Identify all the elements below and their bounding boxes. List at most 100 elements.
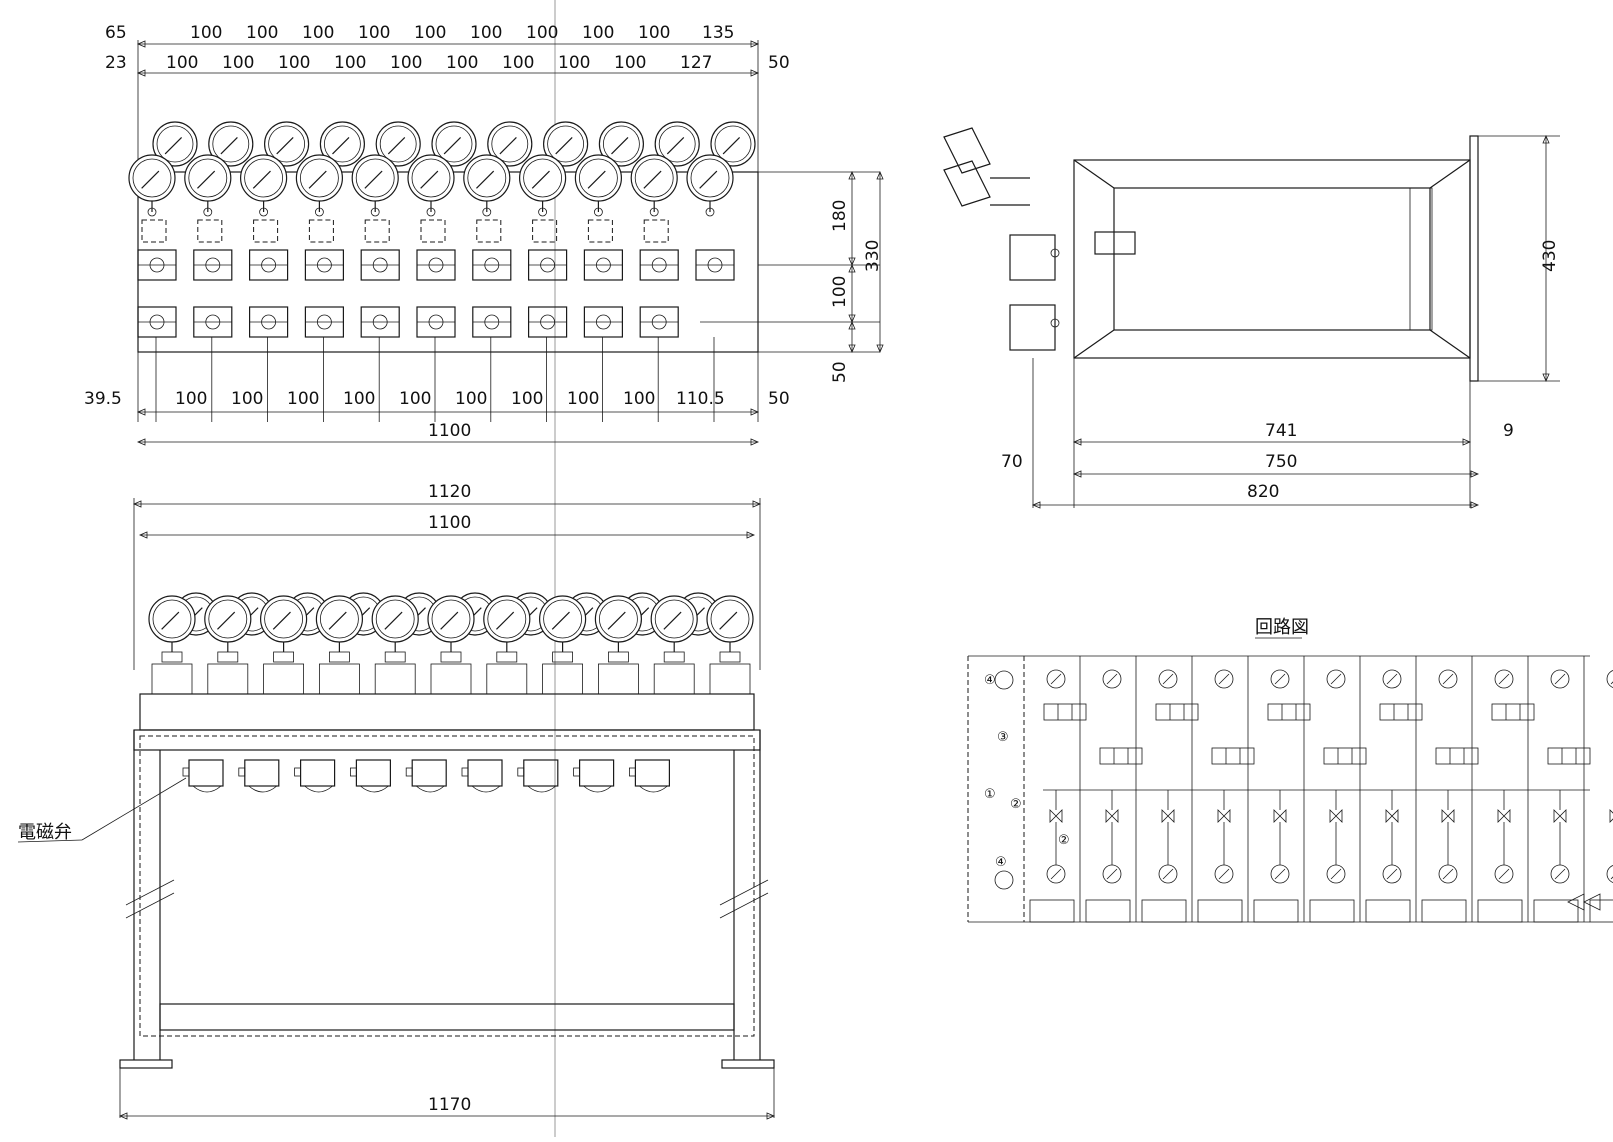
circuit-needle-valve bbox=[1161, 809, 1175, 823]
front-gauge-needle bbox=[217, 611, 236, 630]
circuit-unit-base bbox=[1477, 899, 1523, 923]
solenoid-leader-line bbox=[81, 777, 187, 841]
circuit-marker-2-a: ② bbox=[1010, 797, 1022, 812]
front-solenoid-cap bbox=[527, 785, 557, 793]
front-gauge-nut bbox=[384, 651, 406, 663]
front-break-left-1 bbox=[125, 879, 175, 906]
plan-top1-dim: 100 bbox=[582, 23, 614, 43]
circuit-gauge-top bbox=[1326, 669, 1346, 689]
front-gauge-nut bbox=[496, 651, 518, 663]
plan-bottom-dim: 100 bbox=[399, 389, 431, 409]
front-gauge-face bbox=[208, 599, 248, 639]
plan-back-gauge-needle bbox=[332, 136, 350, 155]
side-gauge-head-lower bbox=[943, 160, 991, 207]
circuit-gauge-top bbox=[1382, 669, 1402, 689]
front-gauge-nut bbox=[273, 651, 295, 663]
plan-gauge-fitting bbox=[203, 207, 213, 217]
front-gauge-nut bbox=[440, 651, 462, 663]
plan-bottom-dim: 110.5 bbox=[676, 389, 725, 409]
plan-back-gauge-needle bbox=[666, 136, 685, 155]
front-solenoid-cap bbox=[471, 785, 501, 793]
front-valve-body bbox=[207, 663, 249, 695]
front-inner-dim-line-head bbox=[746, 531, 756, 539]
front-gauge-needle bbox=[607, 611, 626, 630]
plan-back-gauge-face bbox=[323, 125, 361, 163]
front-valve-body bbox=[374, 663, 416, 695]
plan-hidden-valve bbox=[476, 219, 502, 243]
plan-right-total-line-head bbox=[876, 344, 884, 354]
plan-top-dim-line-1-head bbox=[750, 40, 760, 48]
circuit-gauge-top-needle bbox=[1330, 673, 1342, 685]
front-solenoid-cap bbox=[248, 785, 278, 793]
front-gauge-face bbox=[375, 599, 415, 639]
plan-top1-dim: 100 bbox=[302, 23, 334, 43]
circuit-gauge-bottom-needle bbox=[1554, 868, 1566, 880]
side-height-dim-line-head bbox=[1542, 373, 1550, 383]
plan-back-gauge-needle bbox=[220, 136, 238, 155]
plan-top1-dim: 100 bbox=[470, 23, 502, 43]
circuit-gauge-inlet bbox=[994, 870, 1014, 890]
circuit-solenoid-lower bbox=[1323, 747, 1367, 765]
drawing-linework bbox=[17, 40, 1613, 1120]
front-frame-inner bbox=[139, 735, 755, 1037]
plan-gauge-fitting bbox=[594, 207, 603, 217]
plan-top2-dim: 100 bbox=[334, 53, 366, 73]
plan-gauge-fitting bbox=[147, 207, 157, 217]
plan-right-dim-100: 100 bbox=[830, 276, 850, 308]
front-solenoid-valve bbox=[300, 759, 336, 787]
plan-top2-dim: 100 bbox=[278, 53, 310, 73]
side-offset-label: 70 bbox=[1001, 452, 1023, 472]
front-gauge-needle bbox=[496, 611, 515, 630]
plan-front-gauge-face bbox=[690, 158, 730, 198]
front-valve-body bbox=[598, 663, 639, 695]
circuit-diagram: 回路図 ④ ③ ① ② ② ④ bbox=[984, 617, 1309, 870]
circuit-gauge-top-needle bbox=[1162, 673, 1174, 685]
side-frame-chamfer-tr bbox=[1429, 159, 1471, 189]
circuit-gauge-bottom-needle bbox=[1330, 868, 1342, 880]
circuit-needle-valve bbox=[1441, 809, 1455, 823]
plan-top2-dim: 100 bbox=[222, 53, 254, 73]
front-gauge-nut bbox=[328, 651, 350, 663]
front-solenoid-valve bbox=[188, 759, 224, 787]
front-base-dim-line-head bbox=[118, 1112, 128, 1120]
front-view: 1120 1100 1170 電磁弁 bbox=[18, 482, 471, 1115]
front-outer-width-label: 1120 bbox=[428, 482, 471, 502]
front-gauge-nut bbox=[719, 651, 741, 663]
circuit-needle-valve bbox=[1497, 809, 1511, 823]
plan-right-dim-180-line-head bbox=[848, 257, 856, 267]
plan-gauge-fitting bbox=[370, 207, 380, 217]
circuit-marker-3: ③ bbox=[997, 730, 1009, 745]
front-solenoid-coil bbox=[349, 767, 357, 777]
front-inner-dim-line-head bbox=[138, 531, 148, 539]
circuit-unit-base bbox=[1141, 899, 1187, 923]
plan-back-gauge-face bbox=[212, 125, 250, 163]
front-solenoid-valve bbox=[467, 759, 503, 787]
front-gauge-face bbox=[264, 599, 304, 639]
circuit-gauge-top bbox=[1438, 669, 1458, 689]
front-solenoid-cap bbox=[360, 785, 389, 793]
plan-front-gauge-needle bbox=[197, 170, 216, 189]
plan-bottom-dim-line-head bbox=[136, 408, 146, 416]
circuit-solenoid-upper bbox=[1043, 703, 1087, 721]
plan-right-dim-50-line-head bbox=[848, 320, 856, 330]
circuit-unit-base bbox=[1421, 899, 1467, 923]
circuit-unit-base bbox=[1085, 899, 1131, 923]
front-gauge-nut bbox=[161, 651, 183, 663]
circuit-gauge-bottom-needle bbox=[1442, 868, 1454, 880]
circuit-gauge-top bbox=[1102, 669, 1122, 689]
front-valve-body bbox=[318, 663, 360, 695]
front-solenoid-coil bbox=[517, 767, 525, 777]
front-inner-width-label: 1100 bbox=[428, 513, 471, 533]
front-break-right-2 bbox=[719, 892, 769, 919]
plan-hidden-valve bbox=[253, 219, 279, 243]
plan-back-gauge-face bbox=[714, 125, 752, 163]
plan-back-gauge-needle bbox=[555, 136, 573, 155]
circuit-unit-base bbox=[1197, 899, 1243, 923]
plan-gauge-fitting bbox=[538, 207, 547, 217]
plan-panel-outline bbox=[137, 171, 759, 353]
plan-top2-dim: 100 bbox=[502, 53, 534, 73]
front-solenoid-coil bbox=[238, 767, 246, 777]
front-manifold-bar bbox=[139, 693, 755, 731]
circuit-marker-4-top: ④ bbox=[984, 673, 996, 688]
